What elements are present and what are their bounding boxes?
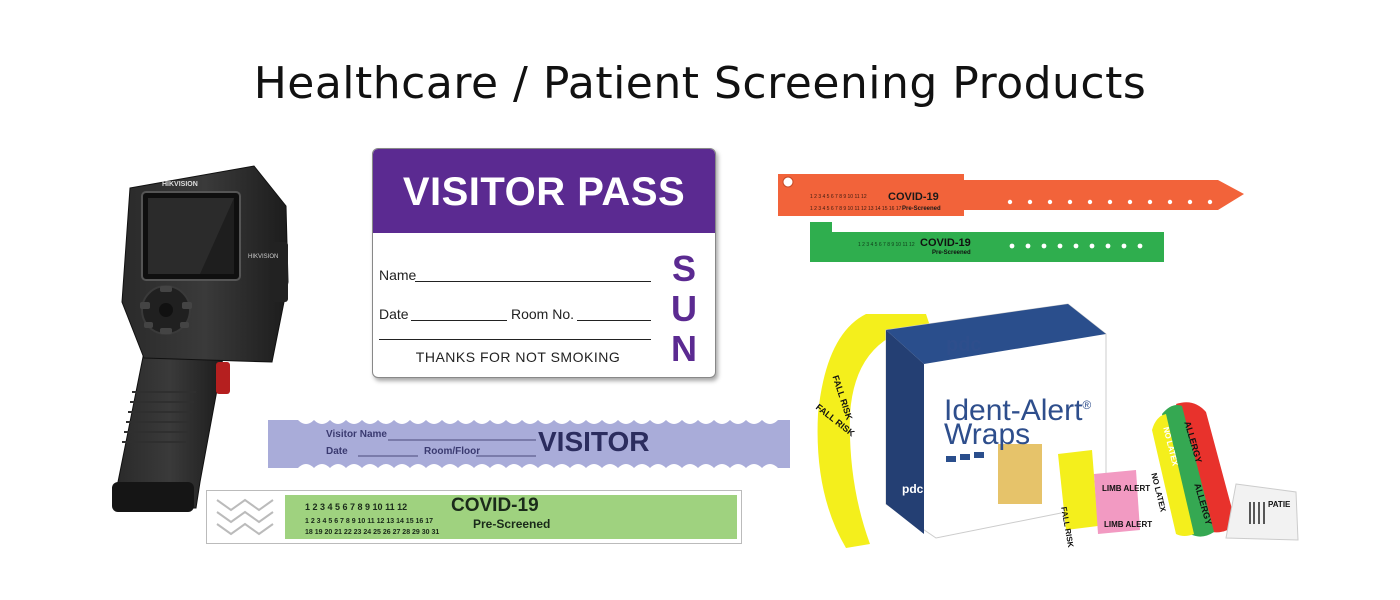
svg-text:1 2 3 4 5 6 7 8 9 10 11 12 13: 1 2 3 4 5 6 7 8 9 10 11 12 13 14 15 16 1… <box>810 206 902 212</box>
name-line <box>415 281 651 282</box>
orange-band-sub: Pre-Screened <box>902 206 941 212</box>
room-label: Room No. <box>511 306 575 322</box>
covid-prescreened-band: 1 2 3 4 5 6 7 8 9 10 11 12 COVID-19 1 2 … <box>206 490 742 544</box>
thermal-scanner-image: HIKVISION HIKVISION <box>112 165 289 512</box>
visitor-band-text: VISITOR <box>538 426 650 457</box>
covid-band-heading: COVID-19 <box>451 495 539 516</box>
patient-label: PATIE <box>1268 500 1291 509</box>
ident-alert-title-line1: Ident-Alert <box>944 394 1083 427</box>
name-label: Name <box>379 267 417 283</box>
day-letter: U <box>671 288 697 329</box>
zigzag-tab-icon <box>216 498 274 536</box>
day-letter: N <box>671 328 697 369</box>
visitor-wristband: Visitor Name Date Room/Floor VISITOR <box>268 418 790 470</box>
pass-footer: THANKS FOR NOT SMOKING <box>415 349 621 365</box>
pdc-logo: pdc <box>946 334 982 356</box>
ident-alert-title: Ident-Alert® <box>944 388 1091 428</box>
limb-alert-label: LIMB ALERT <box>1102 484 1151 493</box>
green-band-heading: COVID-19 <box>920 237 971 249</box>
date-label: Date <box>379 306 409 322</box>
date-line <box>411 320 507 321</box>
orange-covid-wristband: 1 2 3 4 5 6 7 8 9 10 11 12 1 2 3 4 5 6 7… <box>778 174 1244 216</box>
room-line <box>577 320 651 321</box>
ident-alert-product: pdc Ident-Alert® Wraps pdc FALL RISK FAL… <box>806 294 1306 550</box>
visitor-band-shape <box>268 420 790 468</box>
ident-alert-title-line2: Wraps <box>944 418 1031 451</box>
page-title: Healthcare / Patient Screening Products <box>253 58 1147 109</box>
scanner-side-brand: HIKVISION <box>248 254 278 260</box>
covid-band-sub: Pre-Screened <box>473 517 551 531</box>
covid-band-row1: 1 2 3 4 5 6 7 8 9 10 11 12 <box>305 502 408 512</box>
pdc-logo-side: pdc <box>902 482 924 496</box>
signature-line <box>379 339 651 340</box>
visitor-date-label: Date <box>326 446 348 457</box>
registered-mark: ® <box>1082 398 1092 412</box>
visitor-name-label: Visitor Name <box>326 429 387 440</box>
svg-text:1 2 3 4 5 6 7 8 9 10 11 12: 1 2 3 4 5 6 7 8 9 10 11 12 <box>810 194 867 200</box>
svg-text:1 2 3 4 5 6 7 8 9 10 11 12: 1 2 3 4 5 6 7 8 9 10 11 12 <box>858 242 915 248</box>
covid-band-row3: 18 19 20 21 22 23 24 25 26 27 28 29 30 3… <box>305 529 440 536</box>
day-of-week: S U N <box>667 249 701 369</box>
visitor-pass-heading: VISITOR PASS <box>373 149 715 233</box>
ident-alert-shapes <box>817 303 1299 548</box>
day-letter: S <box>671 248 696 289</box>
limb-alert-label: LIMB ALERT <box>1104 520 1153 529</box>
covid-band-row2: 1 2 3 4 5 6 7 8 9 10 11 12 13 14 15 16 1… <box>305 518 434 525</box>
visitor-room-label: Room/Floor <box>424 446 481 457</box>
green-band-sub: Pre-Screened <box>932 250 971 256</box>
green-covid-wristband: 1 2 3 4 5 6 7 8 9 10 11 12 COVID-19 Pre-… <box>810 222 1164 262</box>
covid-band-fill <box>285 495 737 539</box>
visitor-pass-card: VISITOR PASS Name Date Room No. S U N TH… <box>372 148 716 378</box>
orange-band-heading: COVID-19 <box>888 191 939 203</box>
scanner-brand: HIKVISION <box>162 181 198 188</box>
